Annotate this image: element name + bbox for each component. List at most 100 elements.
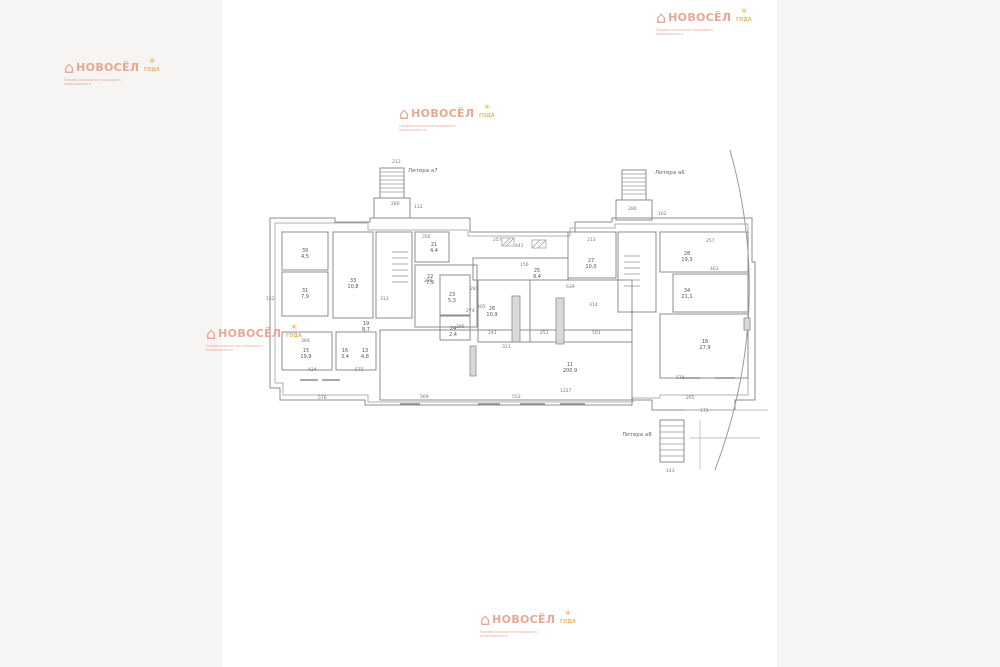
room-area: 10,9: [486, 312, 497, 318]
room-wall: [617, 231, 657, 313]
years-label: ГОДА: [736, 17, 752, 23]
stair-treads-inner: [392, 251, 640, 287]
brand-tagline: Профессиональная площадка о недвижимости: [399, 124, 456, 132]
dimension-label: 396: [456, 324, 465, 330]
room-area: 8,7: [362, 327, 370, 333]
house-icon: ⌂: [206, 324, 217, 343]
room-area: 4,4: [430, 248, 438, 254]
room-number: 31: [302, 288, 308, 294]
dimension-label: 283: [470, 286, 479, 292]
room-wall: [659, 231, 749, 273]
room-wall: [335, 331, 377, 371]
brand-name: НОВОСЁЛ: [218, 327, 282, 340]
stair-flight: [659, 419, 685, 463]
dimension-label: 384: [301, 338, 310, 344]
room-area: 3,4: [341, 354, 349, 360]
stair-flight: [621, 169, 647, 201]
house-icon: ⌂: [656, 8, 667, 27]
room-wall: [281, 231, 329, 271]
room-number: 23: [449, 292, 455, 298]
windows: [300, 377, 735, 405]
stair-landing: [615, 199, 653, 221]
dimension-label: 162: [658, 211, 667, 217]
room-wall: [281, 331, 333, 371]
watermark-center-top: ⌂НОВОСЁЛ Профессиональная площадка о нед…: [399, 103, 495, 133]
watermark-bottom: ⌂НОВОСЁЛ Профессиональная площадка о нед…: [480, 609, 576, 639]
dim-line: [685, 409, 768, 470]
dimension-label: 280: [628, 206, 637, 212]
room-number: 22: [427, 274, 433, 280]
stair-label: Литера а7: [408, 168, 438, 174]
brand-name: НОВОСЁЛ: [492, 613, 556, 626]
dimension-label: 274: [466, 308, 475, 314]
sun-icon: ☀: [482, 103, 491, 113]
brand-tagline: Профессиональная площадка о недвижимости: [206, 344, 263, 352]
room-number: 39: [302, 248, 308, 254]
sun-icon: ☀: [147, 57, 156, 67]
room-number: 15: [303, 348, 309, 354]
brand-name: НОВОСЁЛ: [76, 61, 140, 74]
room-number: 21: [431, 242, 437, 248]
room-area: 4,8: [361, 354, 369, 360]
room-number: 26: [489, 306, 495, 312]
dimension-label: 639: [566, 284, 575, 290]
years-label: ГОДА: [286, 333, 302, 339]
dimension-label: 356: [422, 234, 431, 240]
dimension-label: 143: [666, 468, 675, 474]
room-number: 28: [684, 251, 690, 257]
room-area: 10,8: [347, 284, 358, 290]
watermark-top-left: ⌂НОВОСЁЛ Профессиональная площадка о нед…: [64, 57, 160, 87]
brand-name: НОВОСЁЛ: [668, 11, 732, 24]
room-number: 24: [450, 326, 456, 332]
dimension-label: 441: [515, 243, 524, 249]
dimension-label: 314: [589, 302, 598, 308]
brand-name: НОВОСЁЛ: [411, 107, 475, 120]
dimension-label: 152: [266, 296, 275, 302]
dimension-label: 280: [391, 201, 400, 207]
dimension-label: 321: [502, 344, 511, 350]
room-wall: [332, 231, 374, 319]
dimension-label: 434: [308, 367, 317, 373]
room-number: 34: [684, 288, 690, 294]
watermark-left-mid: ⌂НОВОСЁЛ Профессиональная площадка о нед…: [206, 324, 302, 353]
brand-tagline: Профессиональная площадка о недвижимости: [480, 630, 537, 638]
room-area: 19,9: [300, 354, 311, 360]
years-label: ГОДА: [144, 67, 160, 73]
room-area: 21,1: [681, 294, 692, 300]
room-wall: [281, 271, 329, 317]
stair-treads-a6: [622, 173, 646, 195]
dimension-label: 171: [700, 408, 709, 414]
room-wall: [379, 329, 633, 401]
dimension-label: 313: [380, 296, 389, 302]
years-label: ГОДА: [560, 619, 576, 625]
room-area: 2,4: [449, 332, 457, 338]
dimension-label: 305: [477, 304, 486, 310]
plan-sheet: [222, 0, 777, 667]
dimension-label: 575: [355, 367, 364, 373]
watermark-top-right: ⌂НОВОСЁЛ Профессиональная площадка о нед…: [656, 8, 752, 37]
dimension-label: 463: [710, 266, 719, 272]
room-area: 5,3: [448, 298, 456, 304]
dimension-label: 257: [493, 237, 502, 243]
room-number: 18: [702, 339, 708, 345]
room-wall: [477, 279, 531, 343]
sun-icon: ☀: [563, 609, 572, 619]
room-area: 7,9: [426, 280, 434, 286]
brand-tagline: Профессиональная площадка о недвижимости: [64, 78, 121, 86]
dimension-label: 576: [318, 395, 327, 401]
room-number: 11: [567, 362, 573, 368]
room-wall: [659, 313, 749, 379]
dimension-label: 553: [512, 394, 521, 400]
stair-flight: [379, 167, 405, 199]
room-wall: [672, 273, 749, 313]
room-area: 200,9: [563, 368, 577, 374]
inner-wall-line: [274, 222, 749, 403]
room-wall: [439, 274, 471, 316]
dimension-label: 213: [587, 237, 596, 243]
room-wall: [414, 231, 450, 263]
room-wall: [439, 315, 471, 341]
house-icon: ⌂: [480, 610, 491, 629]
house-icon: ⌂: [64, 58, 75, 77]
room-area: 7,9: [301, 294, 309, 300]
room-area: 19,3: [681, 257, 692, 263]
